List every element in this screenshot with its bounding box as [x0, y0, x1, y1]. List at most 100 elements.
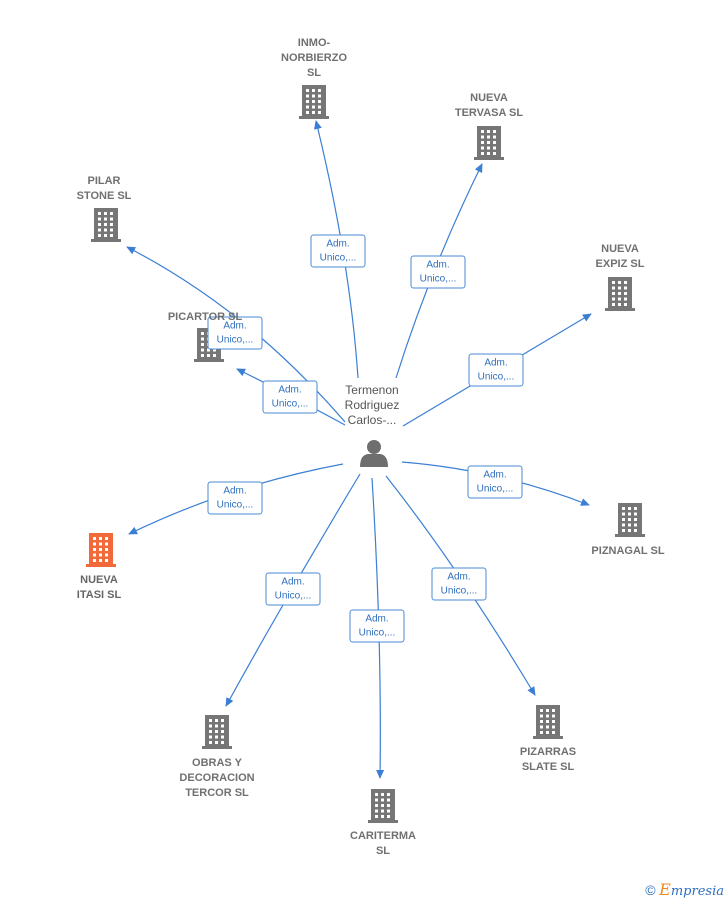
- building-window: [546, 714, 549, 718]
- edge-label-tervasa[interactable]: Adm. Unico,...: [410, 255, 466, 289]
- building-window: [318, 105, 321, 109]
- building-window: [634, 523, 637, 527]
- building-window: [201, 343, 204, 346]
- building-window: [481, 152, 484, 155]
- building-window: [306, 111, 309, 114]
- building-windows-tervasa: [481, 130, 496, 155]
- edge-label-piznagal[interactable]: Adm. Unico,...: [467, 465, 523, 499]
- building-window: [306, 100, 309, 103]
- building-window: [215, 724, 218, 728]
- building-window: [375, 815, 378, 818]
- building-window: [306, 105, 309, 109]
- building-window: [209, 724, 212, 728]
- building-window: [624, 281, 627, 284]
- node-label-picartor[interactable]: PICARTOR SL: [167, 311, 243, 323]
- building-windows-pilar: [98, 212, 113, 237]
- building-window: [628, 507, 631, 510]
- building-window: [487, 141, 490, 144]
- building-window: [312, 89, 315, 92]
- building-window: [221, 724, 224, 728]
- building-window: [387, 815, 390, 818]
- building-window: [628, 518, 631, 521]
- building-window: [481, 130, 484, 133]
- building-window: [381, 804, 384, 807]
- building-window: [481, 146, 484, 150]
- building-window: [209, 741, 212, 744]
- building-window: [381, 798, 384, 802]
- building-window: [110, 228, 113, 232]
- building-window: [634, 518, 637, 521]
- building-window: [546, 731, 549, 734]
- node-label-pizarras[interactable]: PIZARRAS SLATE SL: [519, 746, 577, 773]
- edge-label-pilar[interactable]: Adm. Unico,...: [207, 316, 263, 350]
- building-window: [612, 292, 615, 295]
- building-window: [622, 518, 625, 521]
- building-window: [215, 735, 218, 739]
- building-window: [628, 512, 631, 516]
- building-window: [201, 354, 204, 357]
- building-window: [628, 523, 631, 527]
- edge-label-obras[interactable]: Adm. Unico,...: [265, 572, 321, 606]
- edge-label-cariterma[interactable]: Adm. Unico,...: [349, 609, 405, 643]
- building-window: [481, 135, 484, 139]
- building-window: [546, 720, 549, 723]
- building-window: [487, 135, 490, 139]
- center-person-name[interactable]: Termenon Rodriguez Carlos-...: [344, 383, 400, 427]
- building-window: [93, 548, 96, 551]
- building-window: [213, 348, 216, 352]
- edge-label-inmo[interactable]: Adm. Unico,...: [310, 234, 366, 268]
- building-window: [493, 152, 496, 155]
- building-window: [201, 337, 204, 341]
- edge-label-itasi[interactable]: Adm. Unico,...: [207, 481, 263, 515]
- building-window: [552, 709, 555, 712]
- building-window: [209, 730, 212, 733]
- building-window: [221, 730, 224, 733]
- node-label-piznagal[interactable]: PIZNAGAL SL: [591, 545, 665, 557]
- building-window: [110, 234, 113, 237]
- node-label-inmo[interactable]: INMO- NORBIERZO SL: [281, 37, 347, 79]
- building-window: [612, 286, 615, 290]
- building-window: [105, 548, 108, 551]
- building-window: [387, 804, 390, 807]
- building-window: [612, 297, 615, 301]
- building-window: [209, 719, 212, 722]
- building-window: [318, 111, 321, 114]
- building-window: [98, 217, 101, 221]
- building-window: [628, 529, 631, 532]
- building-window: [201, 348, 204, 352]
- building-window: [312, 111, 315, 114]
- node-label-obras[interactable]: OBRAS Y DECORACION TERCOR SL: [179, 757, 255, 799]
- building-window: [375, 804, 378, 807]
- node-label-itasi[interactable]: NUEVA ITASI SL: [76, 574, 122, 601]
- building-window: [98, 234, 101, 237]
- edge-label-pizarras[interactable]: Adm. Unico,...: [431, 567, 487, 601]
- building-windows-inmo: [306, 89, 321, 114]
- node-label-cariterma[interactable]: CARITERMA SL: [350, 830, 416, 857]
- building-window: [375, 793, 378, 796]
- building-window: [387, 798, 390, 802]
- node-label-tervasa[interactable]: NUEVA TERVASA SL: [454, 92, 524, 119]
- building-window: [318, 89, 321, 92]
- building-window: [540, 714, 543, 718]
- building-window: [99, 553, 102, 557]
- building-window: [110, 223, 113, 226]
- building-window: [618, 281, 621, 284]
- building-window: [98, 228, 101, 232]
- building-window: [375, 809, 378, 813]
- building-window: [552, 725, 555, 729]
- brand-initial: E: [659, 880, 671, 899]
- node-label-pilar[interactable]: PILAR STONE SL: [76, 175, 132, 202]
- person-icon[interactable]: [360, 440, 388, 467]
- node-label-expiz[interactable]: NUEVA EXPIZ SL: [595, 243, 645, 270]
- building-window: [105, 559, 108, 562]
- building-window: [213, 354, 216, 357]
- building-window: [93, 542, 96, 546]
- building-windows-piznagal: [622, 507, 637, 532]
- building-window: [612, 281, 615, 284]
- edge-label-expiz[interactable]: Adm. Unico,...: [468, 353, 524, 387]
- building-window: [624, 286, 627, 290]
- building-window: [318, 94, 321, 98]
- building-window: [381, 815, 384, 818]
- edge-label-picartor[interactable]: Adm. Unico,...: [262, 380, 318, 414]
